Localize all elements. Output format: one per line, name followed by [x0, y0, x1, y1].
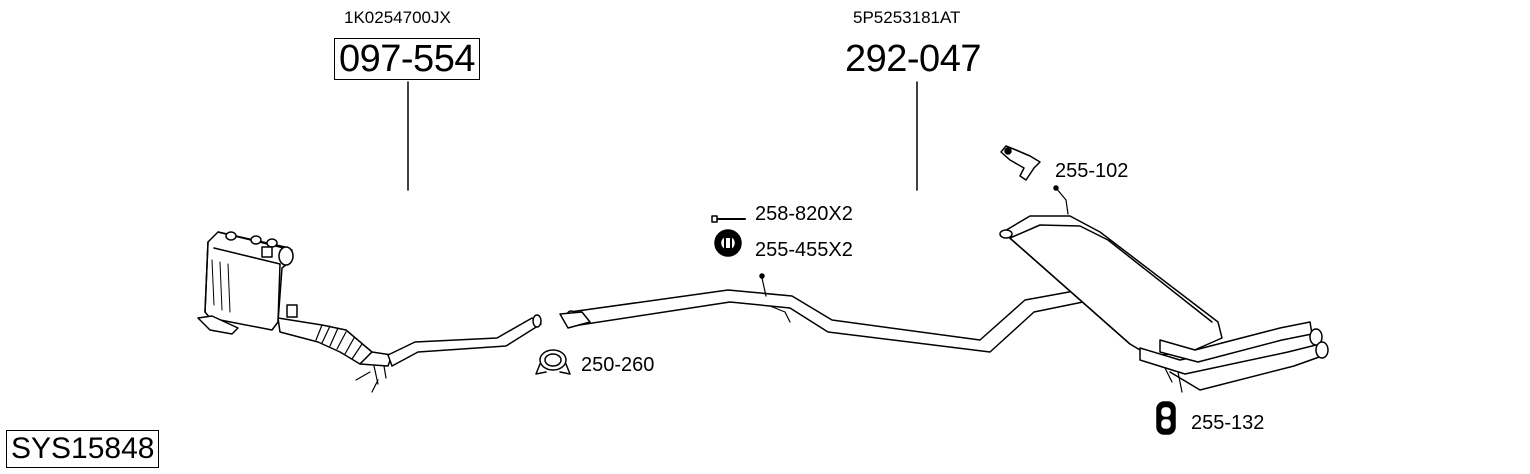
clamp-icon[interactable]: [535, 349, 571, 375]
rubber-mount-icon[interactable]: [1156, 401, 1176, 435]
bracket-icon[interactable]: [1000, 145, 1041, 181]
particulate-filter-shape[interactable]: [197, 231, 298, 335]
part-number-097-554[interactable]: 097-554: [334, 38, 480, 80]
flex-pipe-shape: [277, 317, 393, 393]
part-oem-number-2: 5P5253181AT: [853, 8, 961, 27]
bolt-icon[interactable]: [711, 215, 746, 223]
part-oem-number-1: 1K0254700JX: [344, 8, 451, 27]
rear-muffler-shape[interactable]: [999, 185, 1329, 393]
accessory-label-250-260[interactable]: 250-260: [581, 354, 655, 376]
center-pipe-shape[interactable]: [559, 273, 1084, 353]
front-pipe-shape[interactable]: [387, 314, 542, 367]
rubber-ring-hanger-icon[interactable]: [714, 229, 742, 257]
accessory-label-255-102[interactable]: 255-102: [1055, 160, 1129, 182]
system-code-box: SYS15848: [6, 430, 160, 468]
accessory-label-258-820[interactable]: 258-820X2: [755, 203, 853, 225]
part-number-292-047[interactable]: 292-047: [845, 38, 981, 80]
accessory-label-255-132[interactable]: 255-132: [1191, 412, 1265, 434]
accessory-label-255-455[interactable]: 255-455X2: [755, 239, 853, 261]
